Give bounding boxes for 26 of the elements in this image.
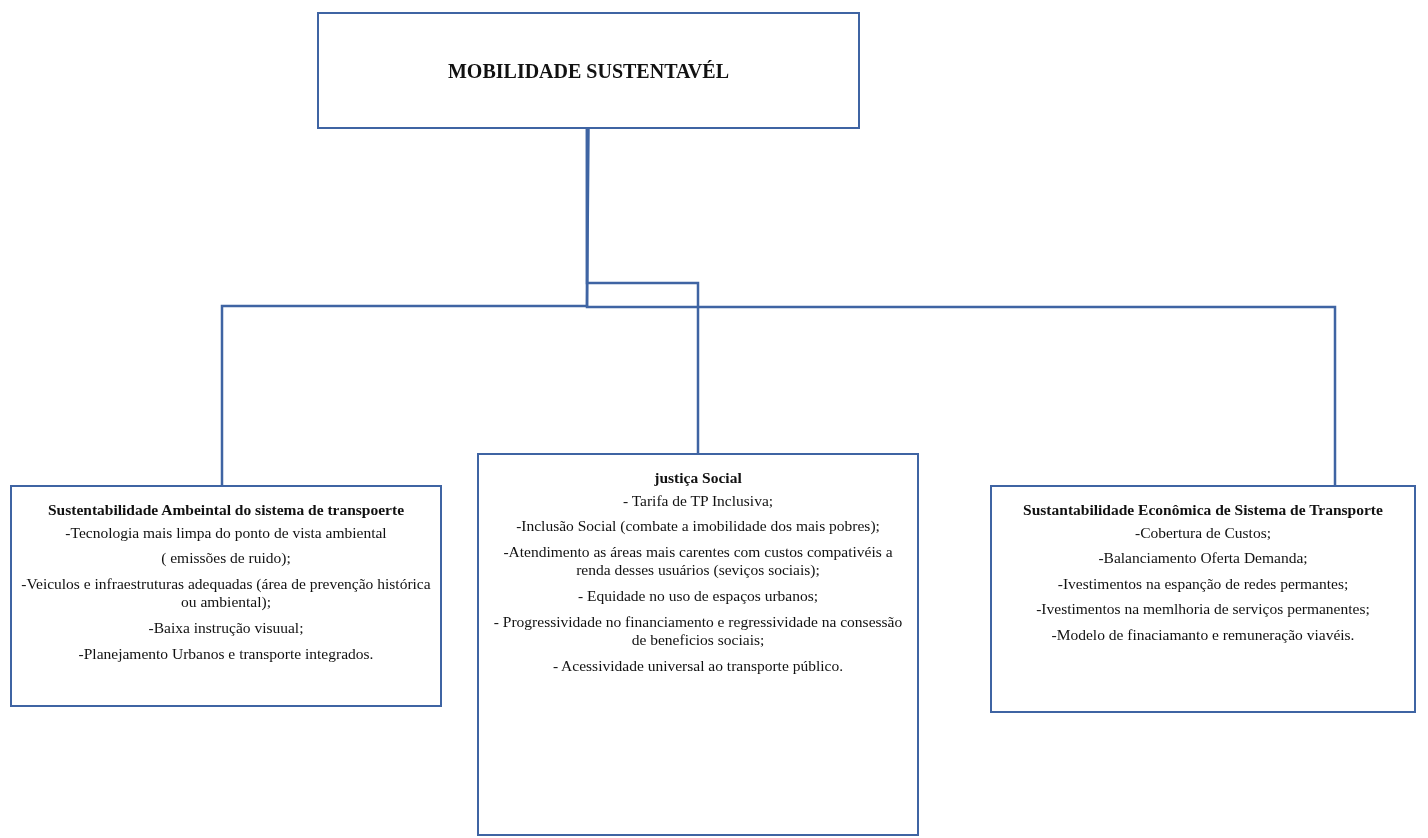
list-item: -Ivestimentos na memlhoria de serviços permanentes; [1036, 600, 1370, 619]
connector-line [220, 129, 590, 485]
list-item: -Ivestimentos na espanção de redes permantes; [1057, 574, 1349, 594]
list-item: - Progressividade no financiamento e regressividade na consessão de beneficios sociais; [492, 612, 904, 650]
list-item: -Inclusão Social (combate a imobilidade dos mais pobres); [516, 517, 880, 536]
box-heading: MOBILIDADE SUSTENTAVÉL [448, 58, 729, 83]
title-box [317, 12, 860, 129]
list-item: -Cobertura de Custos; [1134, 523, 1271, 543]
list-item: -Planejamento Urbanos e transporte integrados. [78, 644, 374, 664]
list-item: - Acessividade universal ao transporte público. [552, 656, 844, 676]
list-item: - Equidade no uso de espaços urbanos; [577, 586, 819, 606]
category-box [477, 453, 919, 836]
category-box [10, 485, 442, 707]
list-item: -Tecnologia mais limpa do ponto de vista ambiental [65, 523, 387, 543]
box-heading: Sustentabilidade Ambeintal do sistema de transpoerte [47, 501, 405, 520]
category-box [990, 485, 1416, 713]
list-item: -Veiculos e infraestruturas adequadas (área de prevenção histórica ou ambiental); [20, 574, 432, 612]
list-item: ( emissões de ruido); [161, 549, 291, 568]
list-item: -Modelo de finaciamanto e remuneração viavéis. [1051, 625, 1355, 645]
list-item: -Baixa instrução visuual; [148, 618, 304, 638]
connector-line [585, 129, 1337, 485]
box-heading: Sustantabilidade Econômica de Sistema de Transporte [1023, 501, 1383, 520]
list-item: -Balanciamento Oferta Demanda; [1098, 549, 1308, 568]
list-item: -Atendimento as áreas mais carentes com custos compativéis a renda desses usuários (seviços sociais); [502, 542, 894, 580]
box-heading: justiça Social [654, 469, 742, 488]
list-item: - Tarifa de TP Inclusiva; [622, 491, 774, 511]
